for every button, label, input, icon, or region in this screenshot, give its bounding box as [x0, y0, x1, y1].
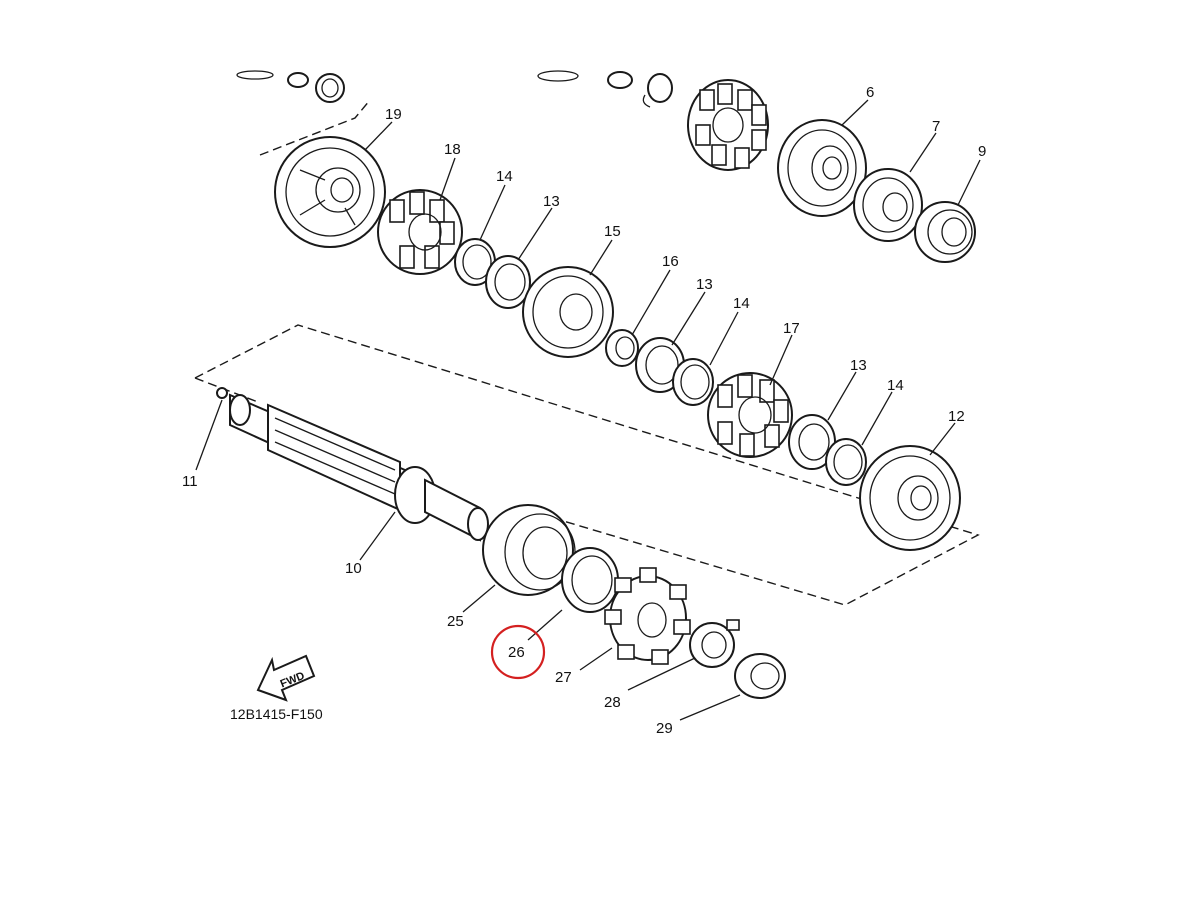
fwd-arrow-icon: FWD: [256, 654, 316, 702]
callout-10: 10: [345, 560, 362, 577]
callout-9: 9: [978, 143, 986, 160]
partial-parts-top: [236, 70, 673, 108]
callout-18: 18: [444, 141, 461, 158]
callout-28: 28: [604, 694, 621, 711]
callout-26: 26: [508, 644, 525, 661]
gear-part-19: [274, 136, 386, 248]
callout-6: 6: [866, 84, 874, 101]
callout-15: 15: [604, 223, 621, 240]
gear-part-7: [853, 168, 923, 242]
callout-14b: 14: [733, 295, 750, 312]
sprocket-part-27: [604, 567, 691, 665]
callout-16: 16: [662, 253, 679, 270]
callout-13: 13: [543, 193, 560, 210]
callout-29: 29: [656, 720, 673, 737]
bearing-part-25: [482, 504, 576, 596]
gear-part-6: [777, 119, 867, 217]
gear-part-6-dog: [687, 79, 769, 171]
nut-part-29: [734, 653, 786, 699]
gear-part-17-dog: [707, 372, 793, 458]
callout-13c: 13: [850, 357, 867, 374]
callout-27: 27: [555, 669, 572, 686]
callout-25: 25: [447, 613, 464, 630]
washer-part-13-upper: [485, 255, 531, 309]
gear-part-15: [522, 266, 614, 358]
gear-part-12: [859, 445, 961, 551]
callout-14: 14: [496, 168, 513, 185]
ball-part-11: [216, 387, 228, 399]
gear-part-18-dog: [377, 189, 463, 275]
upper-group-outline: [259, 99, 371, 156]
callout-12: 12: [948, 408, 965, 425]
diagram-reference-code: 12B1415-F150: [230, 706, 323, 722]
callout-14c: 14: [887, 377, 904, 394]
callout-7: 7: [932, 118, 940, 135]
highlight-circle-part-26: [490, 624, 546, 680]
shaft-group-outline: [194, 324, 980, 606]
callout-17: 17: [783, 320, 800, 337]
callout-19: 19: [385, 106, 402, 123]
bushing-part-16: [605, 329, 639, 367]
leader-lines: [195, 99, 981, 721]
callout-11: 11: [182, 473, 198, 490]
circlip-part-14-middle: [672, 358, 714, 406]
callout-13b: 13: [696, 276, 713, 293]
bearing-part-9: [914, 201, 976, 263]
main-shaft-part-10: [229, 393, 489, 542]
seal-part-26: [561, 547, 619, 613]
circlip-part-14-lower: [825, 438, 867, 486]
lock-washer-part-28: [689, 619, 740, 668]
